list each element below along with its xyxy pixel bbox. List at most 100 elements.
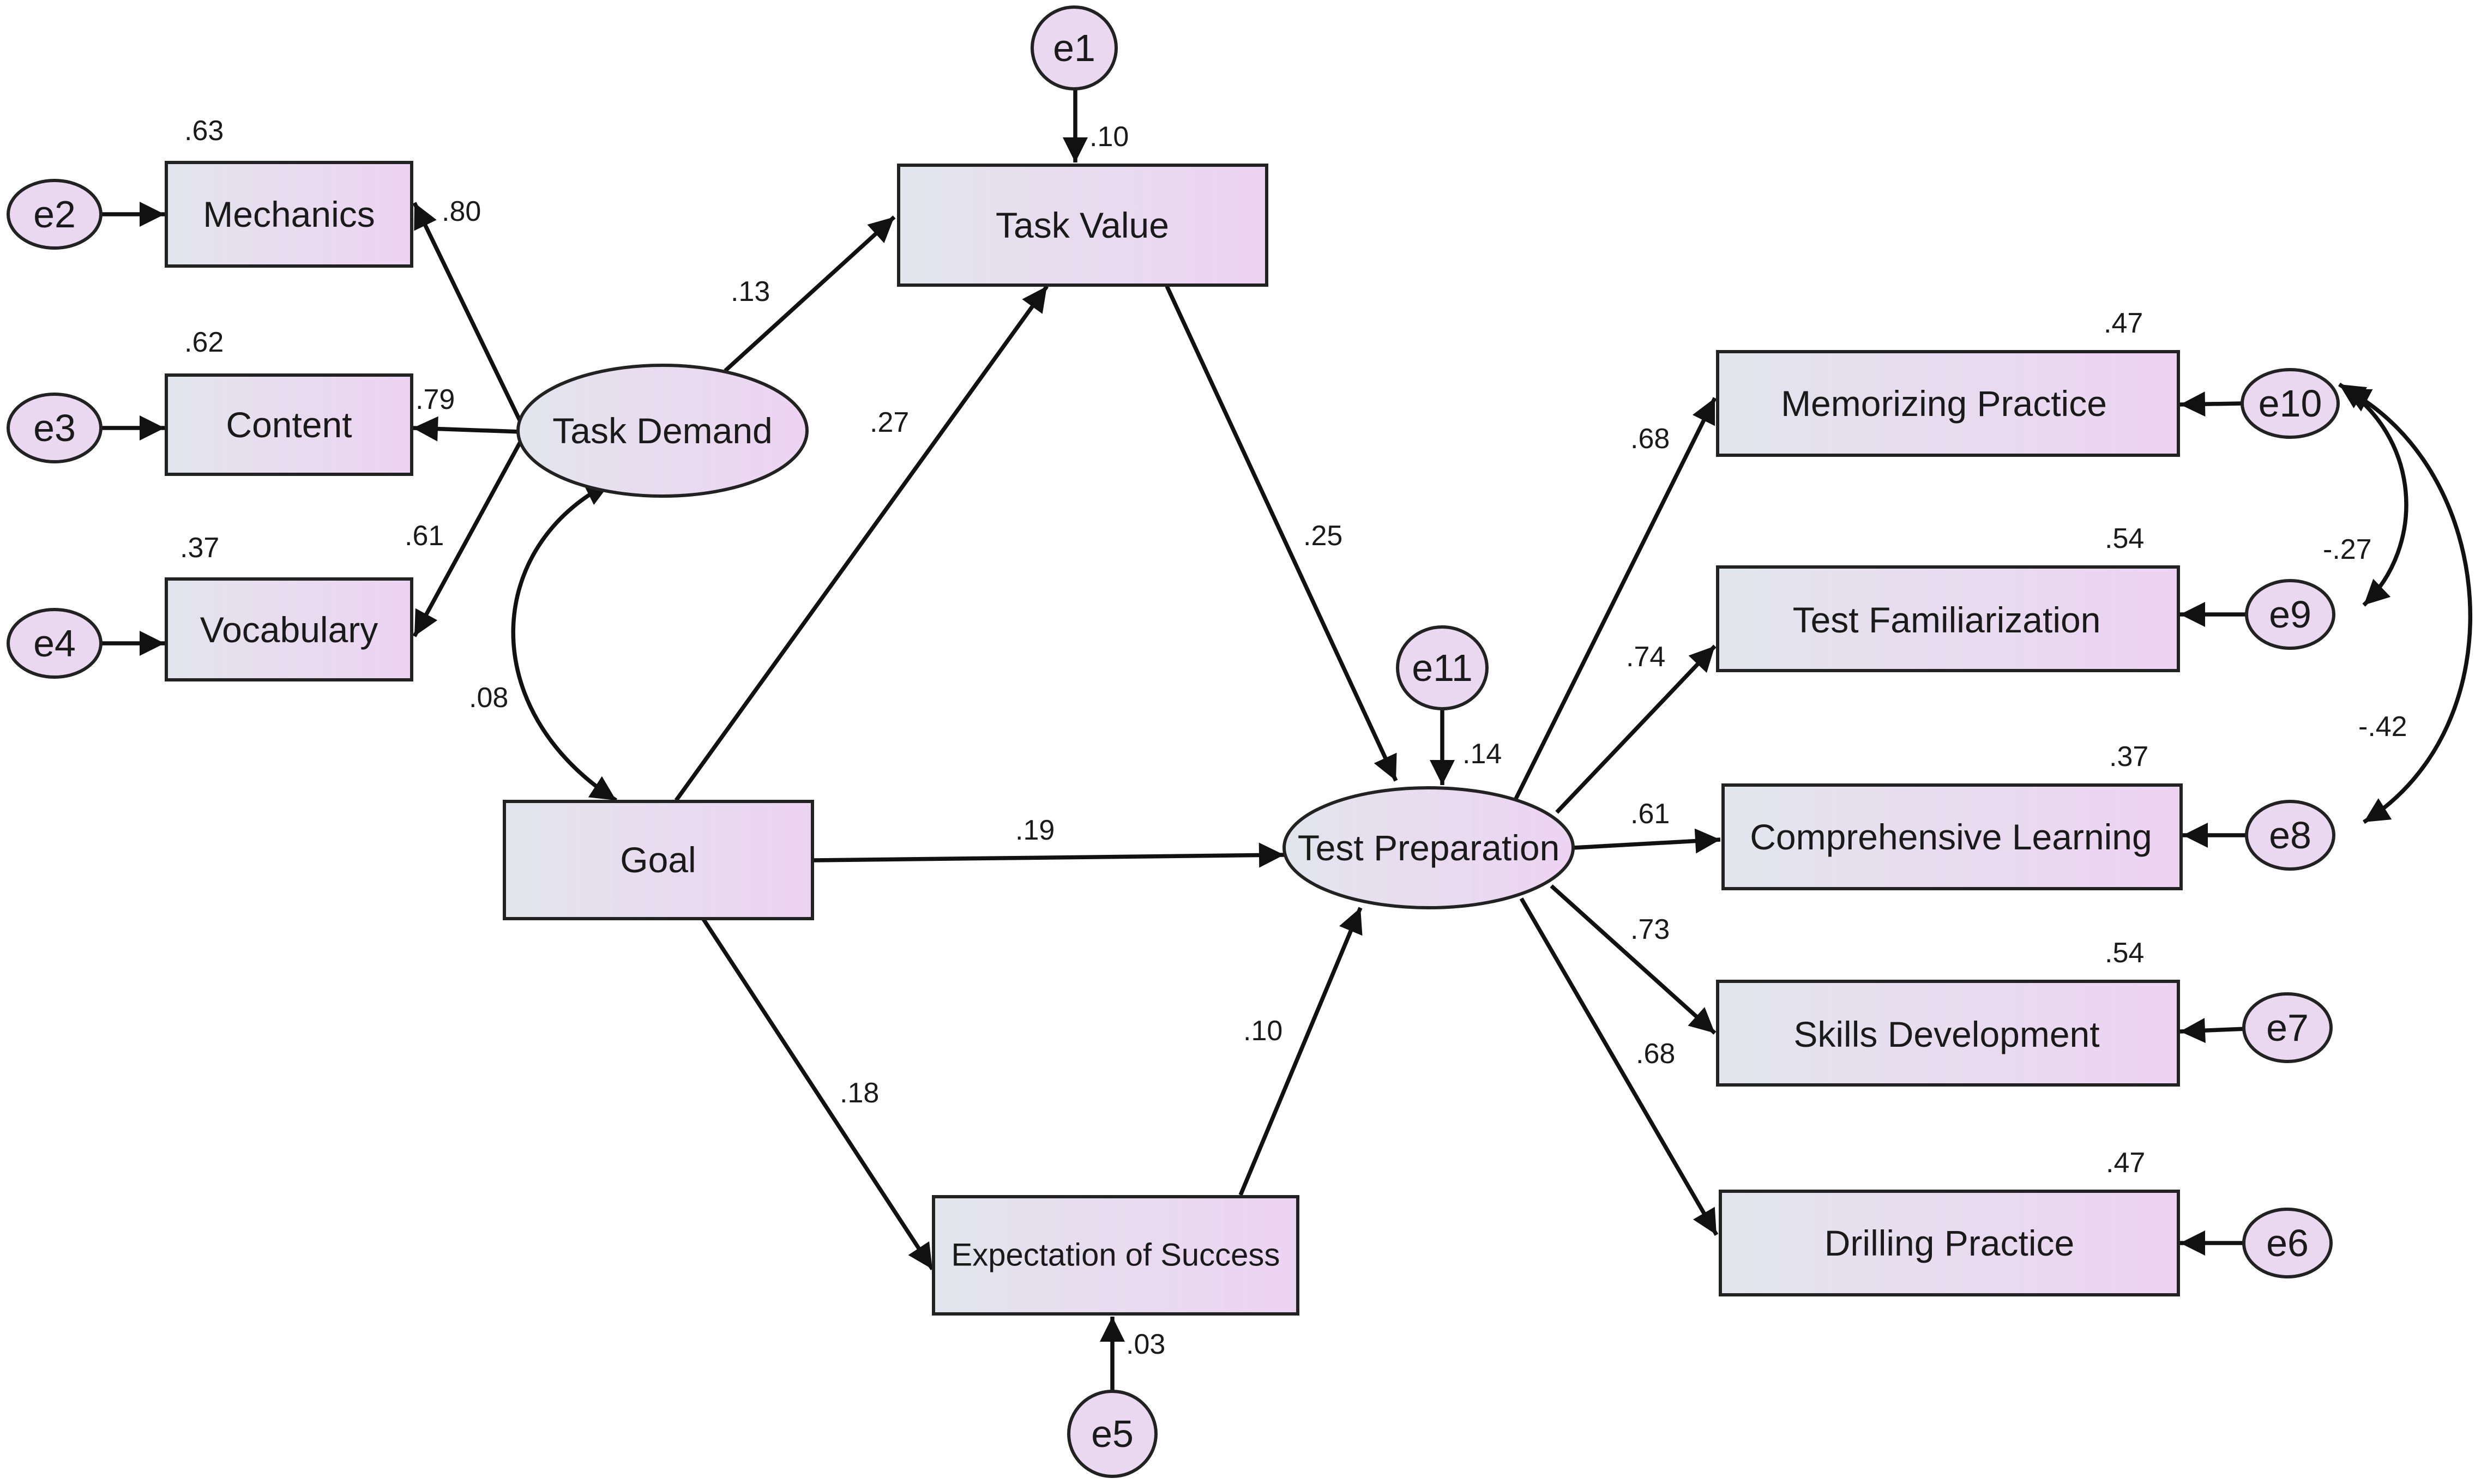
error-e5[interactable]: e5	[1067, 1390, 1158, 1478]
svg-text:e11: e11	[1412, 647, 1473, 689]
error-e11[interactable]: e11	[1396, 625, 1489, 710]
coef-task-value-test-preparation: .25	[1303, 520, 1342, 552]
edge-e10-memorizing	[2179, 391, 2242, 417]
node-skills-development[interactable]: Skills Development	[1716, 980, 2180, 1087]
node-task-value[interactable]: Task Value	[897, 164, 1268, 287]
node-content-label: Content	[226, 405, 352, 445]
error-e1[interactable]: e1	[1031, 5, 1118, 91]
error-terms: e1 e2 e3 e4 e5 e11 e10 e9	[7, 5, 2340, 1478]
svg-text:e10: e10	[2259, 382, 2322, 425]
svg-text:e2: e2	[33, 193, 76, 236]
r2-task-value: .10	[1089, 121, 1129, 153]
edge-expectation-test-preparation	[1238, 907, 1363, 1196]
coef-goal-test-preparation: .19	[1015, 815, 1055, 846]
coef-task-demand-goal: .08	[469, 682, 508, 714]
node-vocabulary[interactable]: Vocabulary	[165, 577, 413, 681]
r-squared-labels: .63 .62 .37 .10 .14 .03 .47 .54 .37 .54 …	[180, 115, 2148, 1360]
coef-test-preparation-familiarization: .74	[1626, 641, 1665, 673]
svg-text:e7: e7	[2266, 1006, 2309, 1049]
node-mechanics-label: Mechanics	[203, 194, 375, 234]
coef-task-demand-mechanics: .80	[442, 196, 481, 227]
coef-e10-e8: -.42	[2358, 711, 2407, 743]
edge-goal-task-value	[674, 285, 1049, 802]
edge-e10-e9-covariance	[2338, 382, 2408, 607]
edge-test-preparation-skills	[1550, 884, 1717, 1035]
node-goal[interactable]: Goal	[503, 800, 814, 920]
error-e3[interactable]: e3	[7, 393, 103, 463]
r2-mechanics: .63	[184, 115, 224, 147]
coef-task-demand-task-value: .13	[731, 276, 770, 307]
r2-test-preparation: .14	[1462, 738, 1502, 770]
svg-text:e8: e8	[2269, 814, 2311, 856]
node-memorizing-practice-label: Memorizing Practice	[1781, 383, 2107, 424]
edge-goal-expectation	[701, 918, 935, 1271]
node-drilling-practice-label: Drilling Practice	[1824, 1223, 2074, 1263]
svg-text:e5: e5	[1091, 1413, 1134, 1455]
node-test-preparation[interactable]: Test Preparation	[1282, 786, 1575, 909]
error-e4[interactable]: e4	[7, 608, 103, 679]
error-e2[interactable]: e2	[7, 179, 103, 250]
edge-task-demand-content	[412, 416, 521, 442]
node-task-demand-label: Task Demand	[552, 411, 773, 451]
node-task-value-label: Task Value	[996, 205, 1169, 245]
node-goal-label: Goal	[620, 840, 696, 880]
r2-vocabulary: .37	[180, 532, 219, 564]
edge-test-preparation-drilling	[1519, 897, 1719, 1236]
node-mechanics[interactable]: Mechanics	[165, 161, 413, 268]
svg-text:e3: e3	[33, 407, 76, 449]
edge-goal-test-preparation	[812, 842, 1285, 868]
r2-memorizing-practice: .47	[2104, 307, 2143, 339]
coef-test-preparation-comprehensive: .61	[1630, 798, 1670, 830]
r2-skills-development: .54	[2105, 937, 2144, 969]
coef-task-demand-vocabulary: .61	[405, 520, 444, 552]
svg-text:e6: e6	[2266, 1222, 2309, 1264]
r2-content: .62	[184, 327, 224, 358]
edge-e10-e8-covariance	[2344, 387, 2473, 824]
edge-task-demand-vocabulary	[412, 435, 526, 637]
r2-comprehensive-learning: .37	[2109, 741, 2148, 773]
edge-test-preparation-memorizing	[1514, 397, 1717, 800]
node-vocabulary-label: Vocabulary	[200, 610, 378, 650]
error-e8[interactable]: e8	[2245, 800, 2335, 871]
error-e9[interactable]: e9	[2245, 579, 2335, 650]
edge-test-preparation-familiarization	[1555, 644, 1717, 814]
svg-text:e4: e4	[33, 622, 76, 665]
error-e10[interactable]: e10	[2241, 368, 2340, 439]
edge-task-demand-goal-covariance	[511, 480, 618, 803]
node-expectation-of-success[interactable]: Expectation of Success	[932, 1195, 1299, 1316]
svg-text:e1: e1	[1053, 27, 1095, 69]
svg-text:e9: e9	[2269, 593, 2311, 636]
latent-variables: Task Demand Test Preparation	[516, 364, 1575, 909]
coef-goal-task-value: .27	[870, 407, 909, 438]
node-memorizing-practice[interactable]: Memorizing Practice	[1716, 350, 2180, 457]
coef-e10-e9: -.27	[2323, 534, 2372, 565]
coef-goal-expectation: .18	[840, 1077, 879, 1109]
error-e6[interactable]: e6	[2242, 1208, 2333, 1278]
edge-task-demand-task-value	[724, 215, 896, 372]
edge-task-demand-mechanics	[412, 202, 526, 429]
node-task-demand[interactable]: Task Demand	[516, 364, 809, 498]
coef-expectation-test-preparation: .10	[1243, 1015, 1282, 1047]
edge-test-preparation-comprehensive	[1573, 828, 1721, 854]
edge-e7-skills	[2179, 1018, 2247, 1043]
path-coefficients: .80 .79 .61 .08 .13 .27 .25 .19 .18 .10 …	[405, 196, 2407, 1109]
node-content[interactable]: Content	[165, 373, 413, 476]
observed-variables: Mechanics Content Vocabulary Task Value …	[165, 161, 2183, 1316]
coef-test-preparation-skills: .73	[1630, 914, 1670, 945]
node-comprehensive-learning[interactable]: Comprehensive Learning	[1721, 783, 2183, 890]
coef-task-demand-content: .79	[415, 384, 455, 415]
r2-drilling-practice: .47	[2106, 1147, 2145, 1179]
error-e7[interactable]: e7	[2242, 992, 2333, 1063]
edges	[101, 89, 2473, 1391]
node-comprehensive-learning-label: Comprehensive Learning	[1750, 817, 2152, 857]
node-drilling-practice[interactable]: Drilling Practice	[1719, 1190, 2180, 1296]
coef-test-preparation-memorizing: .68	[1630, 423, 1670, 455]
edge-task-value-test-preparation	[1165, 285, 1398, 782]
node-test-preparation-label: Test Preparation	[1298, 828, 1560, 868]
node-test-familiarization[interactable]: Test Familiarization	[1716, 565, 2180, 672]
r2-test-familiarization: .54	[2105, 523, 2144, 554]
coef-test-preparation-drilling: .68	[1636, 1038, 1675, 1070]
r2-expectation-of-success: .03	[1126, 1329, 1165, 1360]
node-expectation-of-success-label: Expectation of Success	[952, 1238, 1280, 1273]
